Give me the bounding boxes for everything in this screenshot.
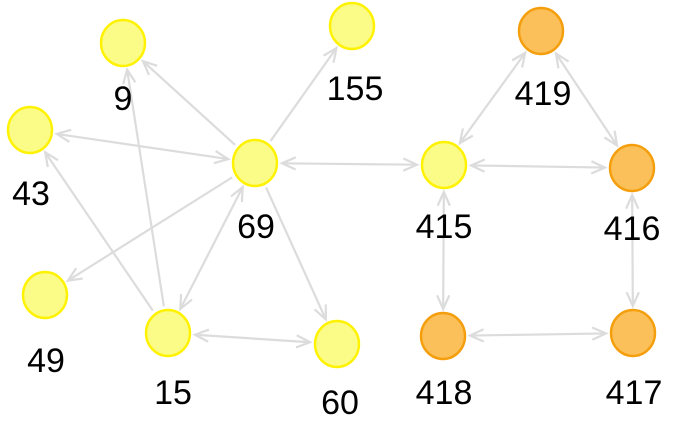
nodes-layer <box>6 1 657 369</box>
graph-node-60[interactable] <box>313 319 361 369</box>
node-label-69: 69 <box>237 208 275 246</box>
arrowhead-418-to-415 <box>436 189 451 207</box>
edge-415-418 <box>442 191 445 310</box>
edge-69-9 <box>142 60 236 146</box>
arrowhead-15-to-43 <box>43 150 59 168</box>
arrowhead-60-to-15 <box>192 328 210 343</box>
labels-layer: 9 155 419 43 69 415 416 49 15 60 418 417 <box>12 70 662 422</box>
graph-node-69[interactable] <box>231 138 279 188</box>
node-label-155: 155 <box>327 70 384 108</box>
arrowhead-15-to-69 <box>230 184 244 203</box>
arrowhead-415-to-416 <box>590 160 608 175</box>
edge-69-60 <box>265 187 327 320</box>
graph-node-417[interactable] <box>609 308 657 358</box>
graph-node-49[interactable] <box>21 270 69 320</box>
edge-15-43 <box>44 151 154 312</box>
edge-69-49 <box>67 176 233 282</box>
arrowhead-69-to-155 <box>322 45 338 63</box>
arrowhead-419-to-416 <box>603 130 619 148</box>
arrowhead-15-to-9 <box>122 67 137 85</box>
edges-layer <box>43 45 640 349</box>
arrowhead-415-to-418 <box>436 294 451 312</box>
graph-node-15[interactable] <box>144 308 192 358</box>
edge-419-416 <box>555 52 618 147</box>
graph-node-9[interactable] <box>99 18 147 68</box>
arrowhead-69-to-49 <box>65 267 83 283</box>
edge-415-416 <box>470 164 606 169</box>
node-label-15: 15 <box>154 374 192 412</box>
edge-69-155 <box>269 47 338 142</box>
node-label-417: 417 <box>606 374 663 412</box>
arrowhead-416-to-415 <box>468 158 486 173</box>
node-label-43: 43 <box>12 175 50 213</box>
arrowhead-415-to-419 <box>511 50 527 68</box>
edge-69-415 <box>281 162 418 166</box>
arrowhead-69-to-60 <box>313 304 327 322</box>
arrowhead-418-to-417 <box>591 326 609 341</box>
node-label-9: 9 <box>114 80 133 118</box>
arrowhead-69-to-415 <box>402 157 420 172</box>
edge-418-417 <box>469 332 607 337</box>
arrowhead-416-to-417 <box>625 291 640 309</box>
edge-15-60 <box>194 333 311 344</box>
graph-node-419[interactable] <box>517 6 565 56</box>
arrowhead-43-to-69 <box>213 150 231 165</box>
edge-415-419 <box>458 52 527 144</box>
graph-node-415[interactable] <box>420 140 468 190</box>
node-label-419: 419 <box>515 75 572 113</box>
edge-69-43 <box>56 132 229 161</box>
node-label-416: 416 <box>604 210 661 248</box>
arrowhead-69-to-43 <box>54 128 72 143</box>
edge-416-417 <box>631 194 634 307</box>
edge-69-15 <box>179 186 244 310</box>
node-label-60: 60 <box>321 384 359 422</box>
node-label-418: 418 <box>416 374 473 412</box>
arrowhead-417-to-418 <box>467 328 485 343</box>
arrowhead-416-to-419 <box>554 51 570 69</box>
arrowhead-417-to-416 <box>625 192 640 210</box>
graph-node-418[interactable] <box>419 311 467 361</box>
arrowhead-69-to-9 <box>140 59 158 76</box>
node-label-49: 49 <box>27 342 65 380</box>
arrowhead-15-to-60 <box>295 334 313 349</box>
graph-node-416[interactable] <box>608 143 656 193</box>
node-label-415: 415 <box>416 208 473 246</box>
graph-node-43[interactable] <box>6 105 54 155</box>
arrowhead-415-to-69 <box>279 156 297 171</box>
graph-node-155[interactable] <box>328 1 376 51</box>
edge-15-9 <box>126 69 165 307</box>
arrowhead-69-to-15 <box>179 293 193 312</box>
arrowhead-419-to-415 <box>458 128 474 146</box>
